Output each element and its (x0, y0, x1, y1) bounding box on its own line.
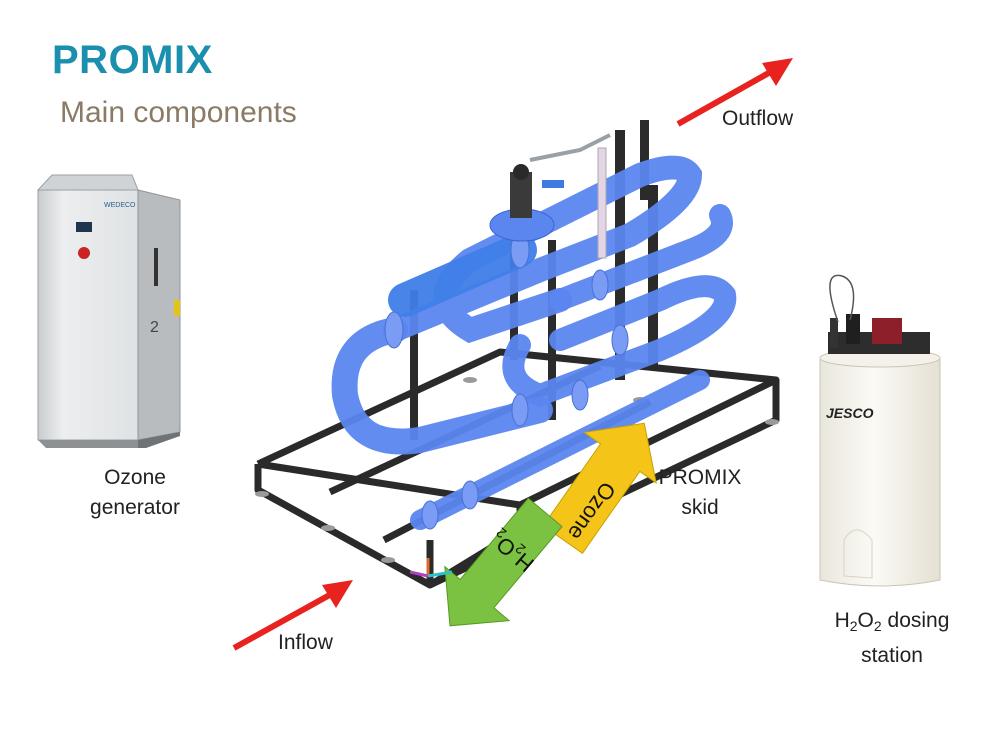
outflow-label: Outflow (722, 107, 794, 130)
inflow-label: Inflow (278, 631, 333, 654)
ozone-generator-cabinet: 2 WEDECO (36, 174, 181, 448)
ozone-generator-label-line1: Ozone (104, 466, 166, 489)
promix-skid-label-line2: skid (681, 496, 719, 519)
promix-skid-label-line1: PROMIX (658, 466, 742, 489)
promix-skid-label: PROMIX skid (640, 463, 760, 523)
ozone-generator-label: Ozone generator (70, 463, 200, 523)
page-subtitle: Main components (60, 96, 297, 129)
dosing-station-tank: JESCO (819, 274, 941, 587)
ozone-injection-arrow: Ozone (542, 422, 657, 555)
axis-gizmo-icon (409, 558, 453, 578)
dosing-station-label: H2O2 dosing station (812, 606, 972, 671)
reactor-pipes (331, 155, 737, 530)
warning-label-icon (174, 300, 180, 316)
dosing-station-label-line1: H2O2 dosing (834, 609, 950, 634)
tank-logo: JESCO (826, 405, 874, 421)
cabinet-logo: WEDECO (104, 202, 136, 209)
svg-text:2: 2 (150, 319, 159, 336)
inflow-arrow (232, 580, 353, 651)
ozone-generator-label-line2: generator (90, 496, 180, 519)
pipe-flanges (384, 231, 629, 530)
display-icon (76, 222, 92, 232)
door-handle-icon (154, 248, 158, 286)
injector-valve (489, 133, 611, 259)
page-title: PROMIX (52, 38, 213, 82)
dosing-station-label-line2: station (861, 644, 923, 667)
h2o2-injection-arrow: H2O2 (444, 497, 563, 627)
outflow-arrow (676, 58, 793, 127)
emergency-stop-icon (78, 247, 90, 259)
